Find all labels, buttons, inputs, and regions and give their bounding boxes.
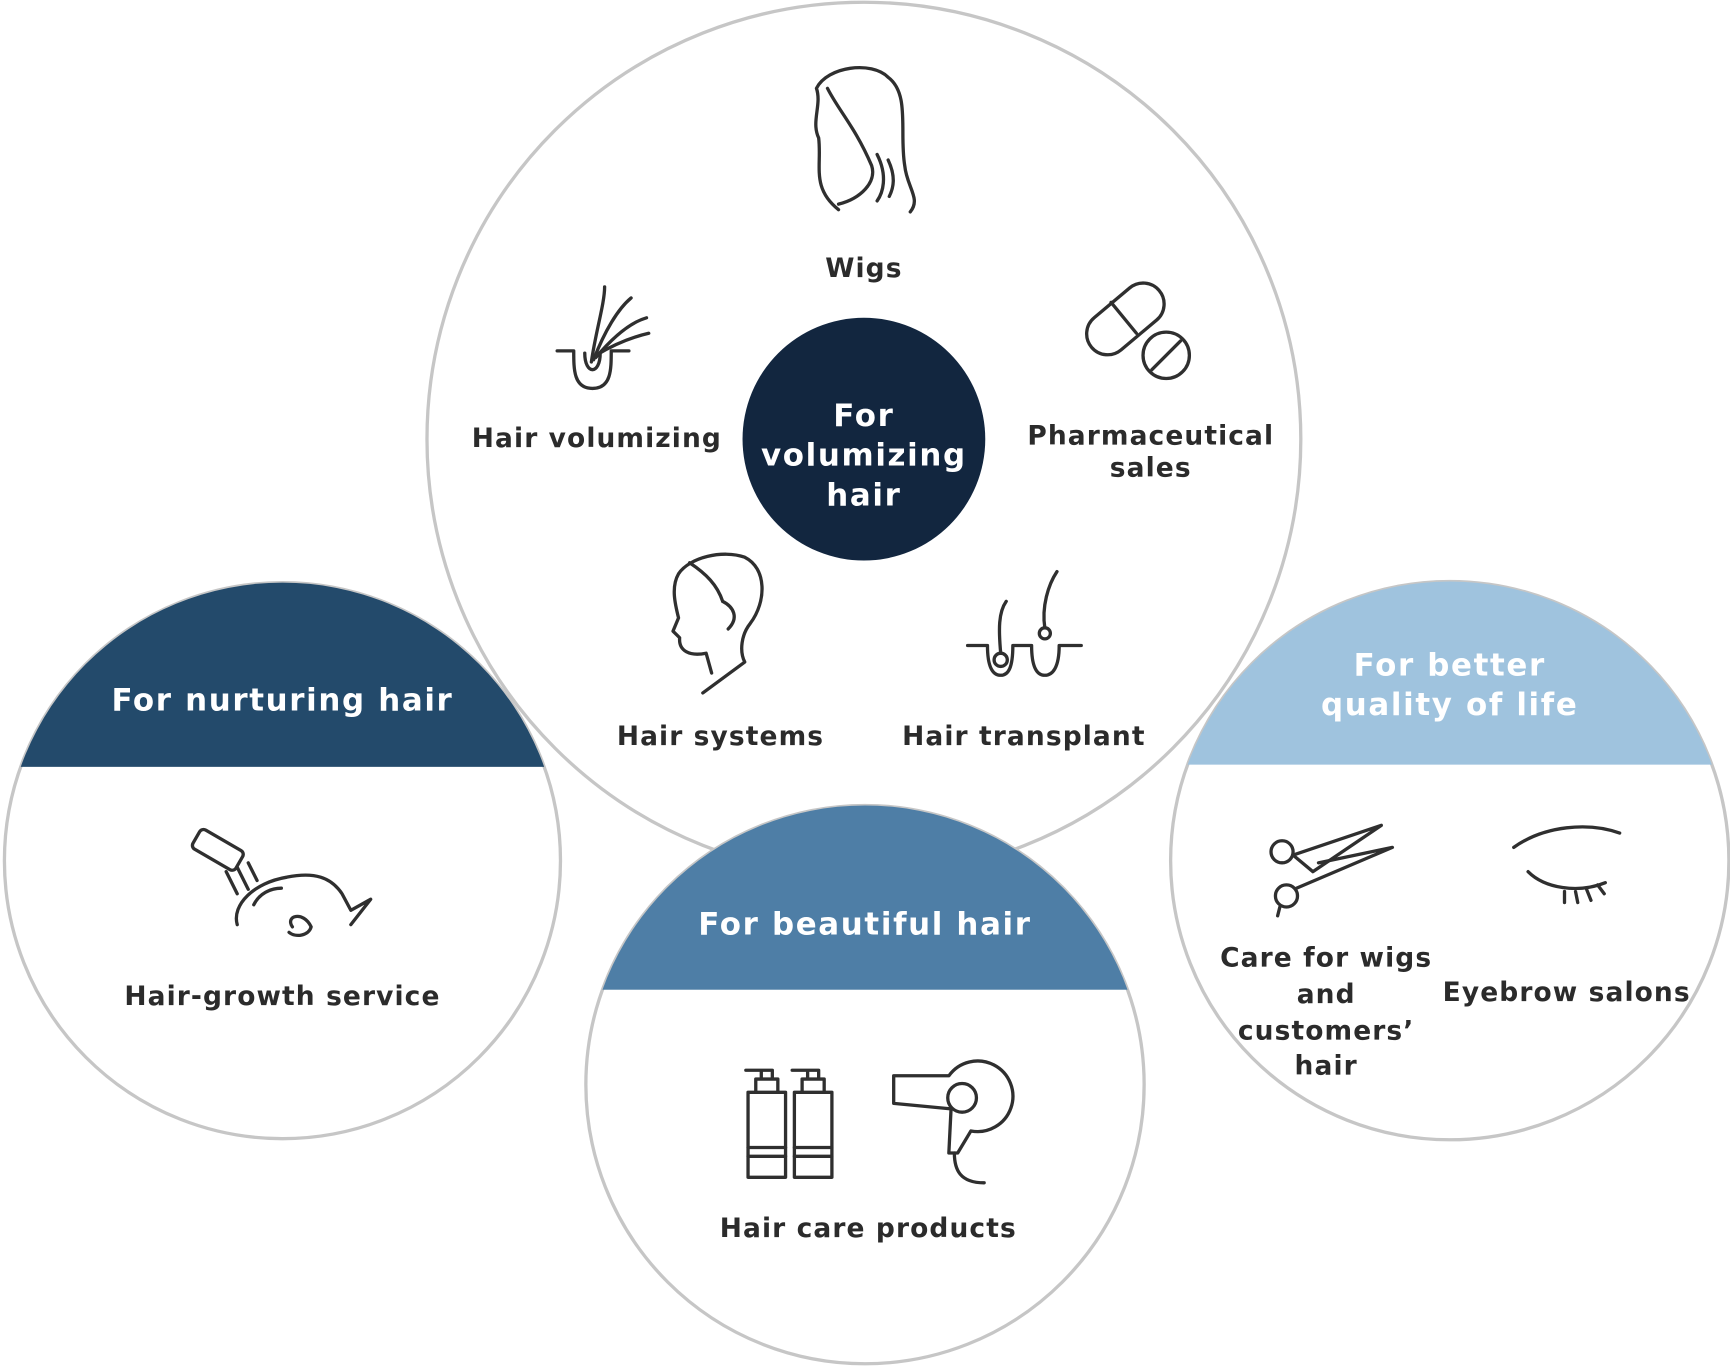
pharmaceutical-label-2: sales [1110,453,1192,484]
center-title-3: hair [826,477,901,513]
eye-eyebrow-icon [1512,825,1622,905]
pills-icon [1085,281,1192,381]
nurturing-title: For nurturing hair [111,683,453,719]
head-spa-shower-icon [190,827,373,938]
pharmaceutical-label-1: Pharmaceutical [1027,421,1274,452]
hair-volumizing-label: Hair volumizing [472,423,722,454]
hair-growth-label: Hair-growth service [124,981,440,1012]
beautiful-circle: For beautiful hair Hair care products [584,803,1146,1366]
quality-circle: For better quality of life Care for wigs… [1169,579,1730,1142]
center-title-1: For [833,398,894,434]
woman-long-hair-icon [814,66,916,214]
volumizing-circle: For volumizing hair Wigs Hair volumizing… [425,0,1303,878]
center-badge [742,317,986,561]
scissors-icon [1269,823,1395,918]
wigs-label: Wigs [825,253,902,284]
hair-transplant-label: Hair transplant [902,721,1145,752]
man-short-hair-icon [671,552,764,695]
beautiful-title: For beautiful hair [698,907,1031,943]
quality-title-1: For better [1354,647,1546,683]
hair-transplant-follicle-icon [965,569,1083,677]
quality-title-2: quality of life [1321,687,1578,723]
care-wigs-label-2: and [1297,979,1356,1010]
eyebrow-salons-label: Eyebrow salons [1443,977,1691,1008]
hair-systems-label: Hair systems [617,721,824,752]
nurturing-circle: For nurturing hair Hair-growth service [2,580,563,1141]
care-wigs-label-4: hair [1295,1051,1358,1082]
care-wigs-label-1: Care for wigs [1220,943,1432,974]
care-wigs-label-3: customers’ [1238,1015,1415,1046]
hair-care-label: Hair care products [720,1213,1017,1244]
bottles-dryer-icon [744,1059,1015,1185]
center-title-2: volumizing [761,438,967,474]
hair-follicle-strands-icon [555,285,651,391]
